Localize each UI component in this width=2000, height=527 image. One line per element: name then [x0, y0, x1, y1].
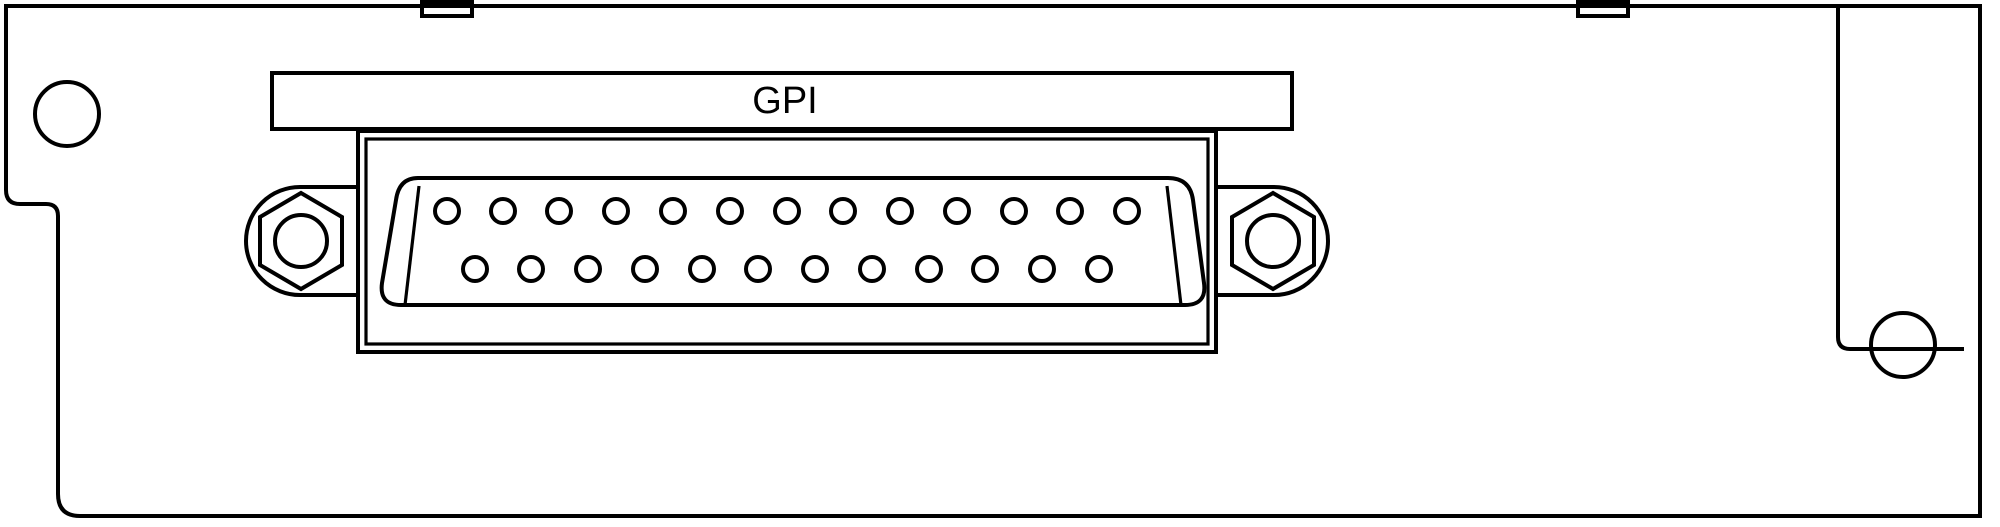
pin-hole: [461, 255, 489, 283]
connector-flange-inner: [364, 137, 1210, 346]
lower-right-mounting-hole: [1869, 311, 1937, 379]
pin-hole: [574, 255, 602, 283]
pin-hole: [716, 197, 744, 225]
pin-hole: [886, 197, 914, 225]
pin-hole: [858, 255, 886, 283]
pin-hole: [971, 255, 999, 283]
top-tabs-group: [420, 0, 1630, 18]
faceplate-right-step: [1836, 4, 1964, 351]
right-standoff-hex: [1230, 190, 1316, 292]
pin-hole: [915, 255, 943, 283]
pin-row-top: [433, 197, 1141, 225]
pin-hole: [517, 255, 545, 283]
pin-hole: [602, 197, 630, 225]
connector-d-shell-inner-left: [403, 185, 421, 306]
pin-hole: [744, 255, 772, 283]
connector-d-shell-outer: [379, 176, 1207, 307]
right-hex-standoff: [1206, 185, 1330, 297]
pin-hole: [489, 197, 517, 225]
pin-hole: [433, 197, 461, 225]
pin-hole: [801, 255, 829, 283]
pin-row-bottom: [461, 255, 1113, 283]
left-standoff-hex: [258, 190, 344, 292]
upper-left-mounting-hole: [33, 80, 101, 148]
pin-hole: [829, 197, 857, 225]
pin-hole: [545, 197, 573, 225]
left-hex-standoff: [244, 185, 368, 297]
pin-hole: [659, 197, 687, 225]
pin-hole: [1085, 255, 1113, 283]
faceplate-outline: [4, 4, 1982, 518]
pin-hole: [943, 197, 971, 225]
gpi-label-plate: [270, 71, 1294, 131]
right-top-tab: [1576, 0, 1630, 18]
pin-hole: [1056, 197, 1084, 225]
right-standoff-tab: [1206, 185, 1330, 297]
left-standoff-tab: [244, 185, 368, 297]
pin-hole: [631, 255, 659, 283]
gpi-label-text: GPI: [752, 80, 817, 122]
left-top-tab: [420, 0, 474, 18]
pin-hole: [773, 197, 801, 225]
pin-hole: [688, 255, 716, 283]
connector-d-shell-inner-right: [1165, 185, 1183, 306]
pin-hole: [1028, 255, 1056, 283]
pin-hole: [1000, 197, 1028, 225]
left-standoff-hole: [273, 213, 329, 269]
right-standoff-hole: [1245, 213, 1301, 269]
pin-hole: [1113, 197, 1141, 225]
